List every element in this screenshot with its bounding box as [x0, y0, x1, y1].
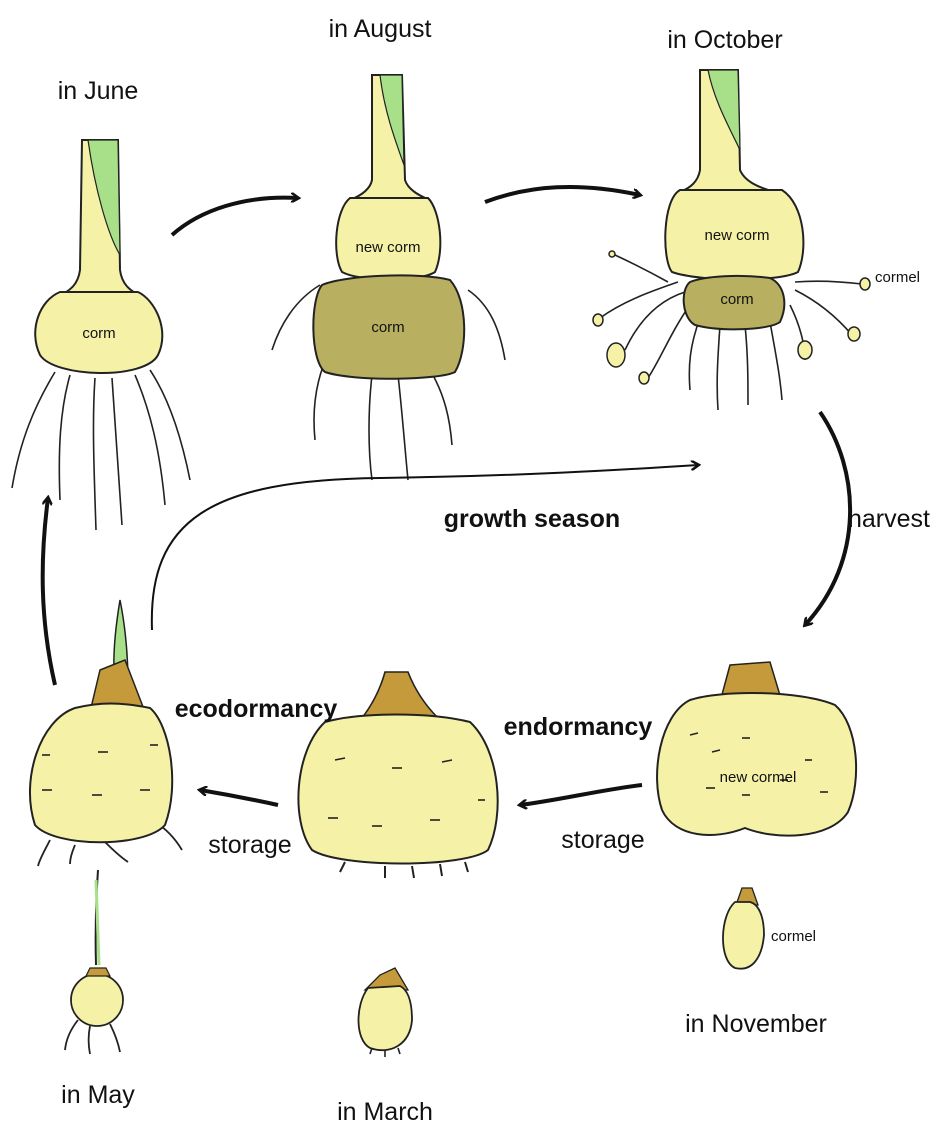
october-new-corm-label: new corm: [704, 227, 769, 244]
november-to-march-arrow: [520, 785, 642, 805]
growth-season-label: growth season: [444, 505, 620, 533]
march-cormel: [358, 968, 412, 1057]
march-to-may-arrow: [200, 790, 278, 805]
endormancy-label: endormancy: [504, 713, 653, 741]
june-to-august-arrow: [172, 198, 298, 235]
storage-right-label: storage: [561, 826, 644, 854]
august-corm-label: corm: [371, 319, 404, 336]
growth-season-arrow: [152, 465, 698, 630]
may-cormel: [65, 870, 123, 1054]
harvest-arrow: [805, 412, 850, 625]
storage-left-label: storage: [208, 831, 291, 859]
november-cormel: [723, 888, 764, 969]
august-to-october-arrow: [485, 187, 640, 202]
november-cormel-label: cormel: [771, 928, 816, 945]
march-title: in March: [337, 1098, 433, 1126]
may-corm: [30, 600, 182, 866]
november-new-cormel: [657, 662, 856, 836]
october-cormel-label: cormel: [875, 269, 920, 286]
august-title: in August: [329, 15, 432, 43]
august-new-corm-label: new corm: [355, 239, 420, 256]
may-to-june-arrow: [43, 498, 55, 685]
october-corm-label: corm: [720, 291, 753, 308]
new-cormel-label: new cormel: [720, 769, 797, 786]
november-title: in November: [685, 1010, 827, 1038]
june-title: in June: [58, 77, 139, 105]
june-corm-label: corm: [82, 325, 115, 342]
june-roots: [12, 370, 190, 530]
harvest-label: harvest: [848, 505, 930, 533]
october-title: in October: [667, 26, 782, 54]
may-title: in May: [61, 1081, 135, 1109]
ecodormancy-label: ecodormancy: [175, 695, 338, 723]
august-plant: [272, 75, 505, 480]
